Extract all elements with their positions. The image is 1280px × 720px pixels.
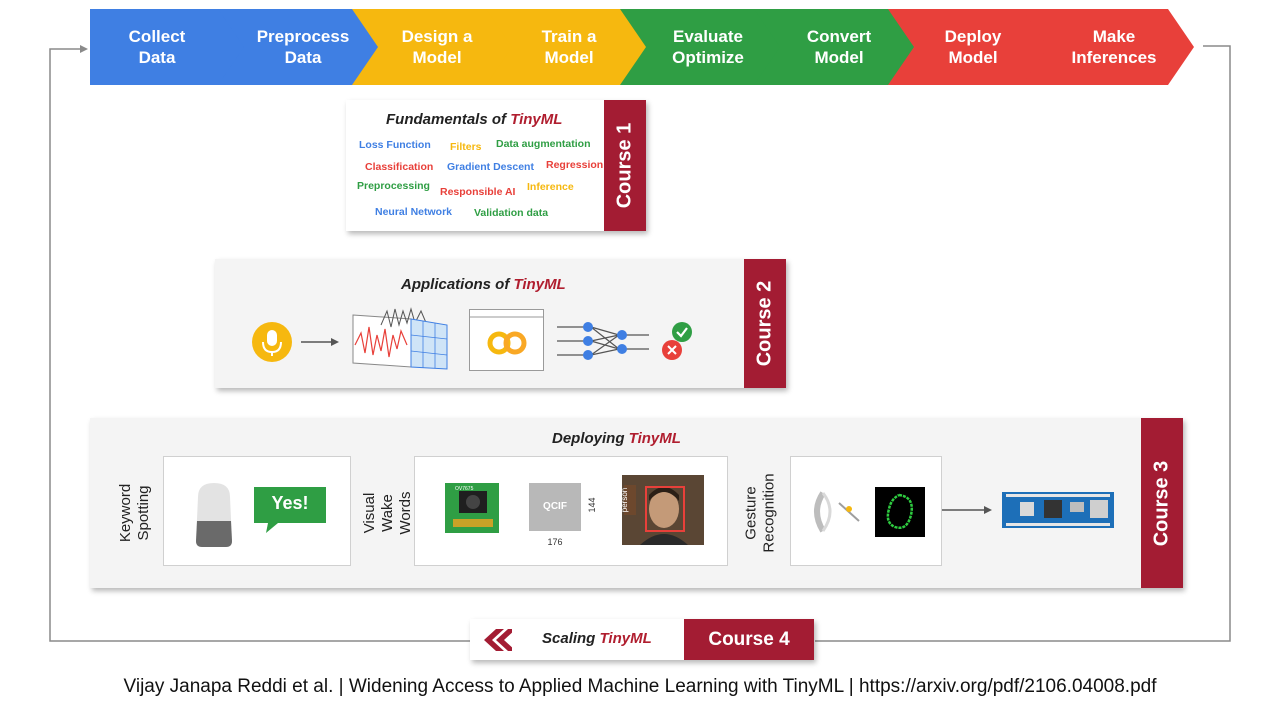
gesture-trace-icon — [875, 487, 925, 537]
course1-card: Fundamentals of TinyML Loss Function Fil… — [346, 100, 646, 231]
citation-footer: Vijay Janapa Reddi et al. | Widening Acc… — [123, 676, 1157, 697]
course1-tag: Course 1 — [604, 100, 646, 231]
course3-card: Deploying TinyML Keyword Spotting Yes! V… — [90, 418, 1183, 588]
step-preprocess-data: Preprocess Data — [256, 27, 350, 67]
keyword-spotting-box: Yes! — [163, 456, 351, 566]
keyword-loss-function: Loss Function — [359, 139, 431, 151]
arduino-board-icon — [1002, 492, 1114, 528]
step-collect-data-shape — [90, 9, 246, 85]
microphone-icon — [252, 322, 292, 362]
qcif-box — [529, 483, 581, 531]
step-make-inferences: Make Inferences — [1071, 27, 1157, 67]
arrow-to-board-icon — [942, 506, 992, 514]
keyword-preprocessing: Preprocessing — [357, 180, 430, 192]
keyword-regression: Regression — [546, 159, 604, 171]
keyword-neural-network: Neural Network — [375, 206, 453, 218]
visual-wake-words-box: OV7675 QCIF 144 176 person — [414, 456, 728, 566]
keyword-gradient-descent: Gradient Descent — [447, 161, 534, 173]
qcif-height: 144 — [587, 497, 597, 513]
gesture-recognition-label: Gesture Recognition — [743, 473, 778, 553]
gesture-recognition-box — [790, 456, 942, 566]
step-evaluate-optimize: Evaluate Optimize — [672, 27, 744, 67]
keyword-filters: Filters — [450, 141, 482, 153]
visual-wake-words-label: Visual Wake Words — [361, 491, 414, 535]
colab-icon — [469, 309, 544, 371]
keyword-spotting-label: Keyword Spotting — [117, 483, 153, 543]
person-label: person — [620, 487, 629, 513]
cross-icon — [662, 340, 682, 360]
person-photo-icon — [622, 475, 704, 545]
step-convert-model: Convert Model — [806, 27, 872, 67]
keyword-responsible-ai: Responsible AI — [440, 186, 516, 198]
step-design-model-shape — [352, 9, 514, 85]
step-train-model: Train a Model — [541, 27, 597, 67]
course3-tag: Course 3 — [1141, 418, 1183, 588]
double-chevron-left-icon — [484, 629, 512, 651]
neural-network-icon — [557, 322, 649, 360]
course4-tag: Course 4 — [684, 619, 814, 660]
wand-gesture-icon — [814, 491, 860, 533]
keyword-data-augmentation: Data augmentation — [496, 138, 591, 150]
keyword-classification: Classification — [365, 161, 434, 173]
speech-bubble-text: Yes! — [271, 493, 309, 513]
keyword-validation-data: Validation data — [474, 207, 549, 219]
arrow-icon — [301, 338, 339, 346]
check-icon — [672, 322, 692, 342]
course1-title: Fundamentals of TinyML — [386, 111, 563, 128]
smart-speaker-icon — [196, 483, 232, 547]
course2-tag: Course 2 — [744, 259, 786, 388]
pipeline-shapes — [90, 9, 1194, 85]
step-design-model: Design a Model — [401, 27, 473, 67]
course2-title: Applications of TinyML — [401, 276, 566, 293]
course3-title: Deploying TinyML — [552, 430, 681, 447]
step-deploy-model: Deploy Model — [944, 27, 1002, 67]
step-make-inferences-shape — [1022, 9, 1194, 85]
qcif-label: QCIF — [543, 501, 567, 512]
camera-module-icon: OV7675 — [445, 483, 499, 533]
step-deploy-model-shape — [888, 9, 1050, 85]
course2-card: Applications of TinyML — [215, 259, 786, 388]
spectrogram-icon — [352, 307, 448, 370]
step-preprocess-data-shape — [218, 9, 380, 85]
camera-label: OV7675 — [455, 486, 474, 492]
step-train-model-shape — [486, 9, 648, 85]
keyword-inference: Inference — [527, 181, 574, 193]
qcif-width: 176 — [547, 537, 563, 547]
speech-bubble-icon — [254, 487, 326, 533]
step-evaluate-optimize-shape — [620, 9, 782, 85]
step-convert-model-shape — [754, 9, 916, 85]
course4-title: Scaling TinyML — [542, 630, 652, 647]
step-collect-data: Collect Data — [128, 27, 186, 67]
